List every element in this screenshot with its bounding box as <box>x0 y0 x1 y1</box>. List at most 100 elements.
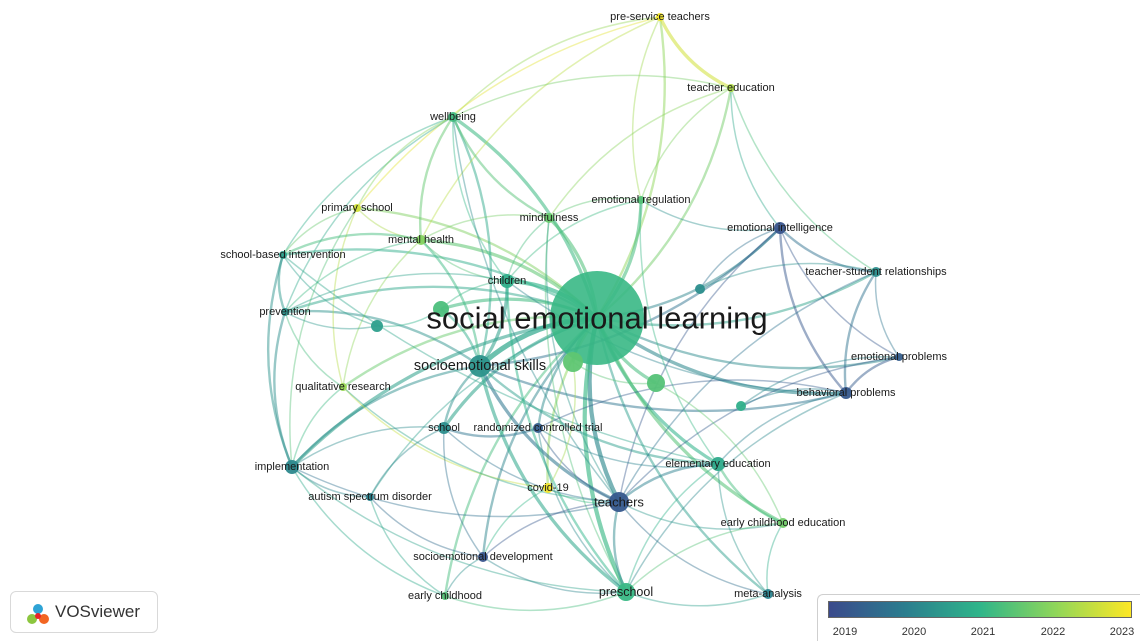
vosviewer-logo-icon <box>27 604 49 624</box>
network-link <box>420 214 550 241</box>
node-label: early childhood education <box>721 517 846 529</box>
network-link <box>479 365 719 466</box>
network-link <box>282 254 719 465</box>
network-link <box>284 272 508 313</box>
network-link <box>284 311 378 330</box>
network-links <box>267 16 900 612</box>
node-label: socioemotional development <box>413 551 552 563</box>
network-node[interactable] <box>895 353 903 361</box>
network-link <box>478 365 620 504</box>
network-node[interactable] <box>637 196 645 204</box>
node-label: implementation <box>255 461 330 473</box>
network-node[interactable] <box>339 383 347 391</box>
network-link <box>369 427 445 498</box>
node-label: school-based intervention <box>220 249 345 261</box>
network-node[interactable] <box>285 460 299 474</box>
network-node[interactable] <box>609 492 629 512</box>
network-link <box>625 522 784 593</box>
network-node[interactable] <box>695 284 705 294</box>
network-link <box>548 87 732 219</box>
network-link <box>618 501 784 530</box>
network-link <box>277 254 287 313</box>
network-link <box>625 392 847 593</box>
network-node[interactable] <box>500 274 514 288</box>
network-link <box>342 386 620 503</box>
network-link <box>618 501 769 595</box>
network-link <box>506 199 642 282</box>
network-link <box>625 463 719 593</box>
network-link <box>284 239 422 313</box>
network-link <box>284 311 344 388</box>
network-node[interactable] <box>840 387 852 399</box>
network-link <box>547 361 577 489</box>
node-label: prevention <box>259 306 310 318</box>
network-link <box>452 116 508 282</box>
network-link <box>291 386 344 468</box>
legend-tick: 2019 <box>832 626 858 638</box>
network-node[interactable] <box>778 518 788 528</box>
network-link <box>291 426 445 468</box>
network-link <box>420 239 482 367</box>
network-node[interactable] <box>353 204 361 212</box>
network-link <box>625 591 769 607</box>
network-link <box>506 217 550 282</box>
legend-tick: 2021 <box>970 626 996 638</box>
network-node[interactable] <box>433 301 449 317</box>
node-label: autism spectrum disorder <box>308 491 432 503</box>
network-node[interactable] <box>416 235 426 245</box>
node-label: primary school <box>321 202 393 214</box>
node-label: mindfulness <box>520 212 579 224</box>
network-node[interactable] <box>774 222 786 234</box>
node-label: school <box>428 422 460 434</box>
network-node[interactable] <box>448 112 458 122</box>
node-label: meta-analysis <box>734 588 802 600</box>
network-node[interactable] <box>543 483 553 493</box>
node-label: elementary education <box>665 458 770 470</box>
network-node[interactable] <box>727 84 735 92</box>
network-link <box>342 239 422 388</box>
network-node[interactable] <box>736 401 746 411</box>
network-link <box>482 501 620 558</box>
network-link <box>639 199 719 465</box>
network-link <box>631 16 661 201</box>
network-link <box>640 199 781 232</box>
legend-tick: 2022 <box>1040 626 1066 638</box>
network-node[interactable] <box>438 422 450 434</box>
network-link <box>452 74 732 118</box>
network-node[interactable] <box>533 423 543 433</box>
network-link <box>874 271 900 358</box>
node-label: social emotional learning <box>426 301 767 336</box>
network-node[interactable] <box>656 13 664 21</box>
network-link <box>369 496 484 558</box>
network-link <box>356 116 454 209</box>
network-link <box>284 116 454 313</box>
network-node[interactable] <box>550 271 644 365</box>
network-node[interactable] <box>366 493 374 501</box>
network-link <box>291 466 620 518</box>
network-node[interactable] <box>871 267 881 277</box>
network-node[interactable] <box>711 457 725 471</box>
network-node[interactable] <box>469 355 491 377</box>
network-node[interactable] <box>763 589 773 599</box>
network-link <box>482 556 627 595</box>
network-link <box>740 355 900 407</box>
network-node[interactable] <box>617 583 635 601</box>
network-link <box>291 466 446 597</box>
network-node[interactable] <box>478 552 488 562</box>
network-node[interactable] <box>563 352 583 372</box>
network-link <box>545 217 620 503</box>
network-node[interactable] <box>544 213 554 223</box>
node-label: behavioral problems <box>796 387 896 399</box>
network-link <box>442 427 484 558</box>
node-label: mental health <box>388 234 454 246</box>
network-node[interactable] <box>647 374 665 392</box>
node-label: randomized controlled trial <box>473 422 602 434</box>
network-node[interactable] <box>279 251 287 259</box>
network-link <box>843 271 877 394</box>
network-node[interactable] <box>441 592 449 600</box>
network-node[interactable] <box>371 320 383 332</box>
network-link <box>479 364 847 413</box>
legend-tick: 2023 <box>1109 626 1135 638</box>
vosviewer-logo[interactable]: VOSviewer <box>10 591 158 633</box>
network-node[interactable] <box>281 308 289 316</box>
